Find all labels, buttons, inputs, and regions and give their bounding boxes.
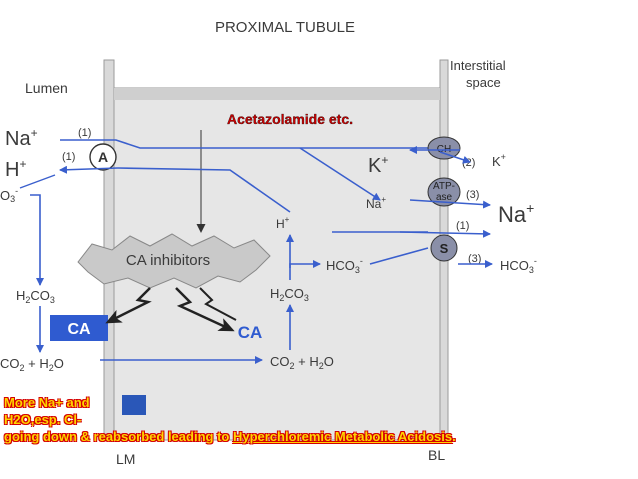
cell-h2co3: H2CO3	[270, 286, 309, 303]
hco3-to-h2co3-arrow	[30, 194, 44, 286]
transporter-a	[89, 143, 117, 171]
inhibit-cell-ca-arrow-2	[199, 287, 237, 321]
ca-inhibitors-label: CA inhibitors	[126, 252, 210, 269]
interstitial-label-2: space	[466, 75, 501, 90]
cell-ca-label: CA	[238, 323, 263, 342]
inhibit-cell-ca-arrow	[175, 287, 235, 332]
s-cotransporter-label: S	[440, 241, 449, 256]
step-3b-label: (3)	[468, 253, 481, 265]
lumen-h-step: (1)	[62, 151, 75, 163]
title: PROXIMAL TUBULE	[215, 19, 355, 36]
lumen-h: H+	[5, 157, 26, 181]
ca-inhibitors-cloud	[77, 233, 271, 289]
na-to-pump-arrow	[299, 147, 381, 201]
na-pump-exit-arrow	[409, 199, 491, 209]
interstitial-label-1: Interstitial	[450, 58, 506, 73]
interstitial-na: Na+	[498, 200, 534, 227]
atpase-label-2: ase	[436, 192, 453, 203]
lumen-ca-label: CA	[67, 321, 91, 338]
cell-k: K+	[368, 153, 388, 177]
step-3a-label: (3)	[466, 189, 479, 201]
lumen-na: Na+	[5, 126, 38, 150]
lumen-ca-box	[50, 315, 108, 341]
na-s-exit-arrow	[399, 229, 491, 238]
lumen-na-step: (1)	[78, 127, 91, 139]
acidosis-term: Hyperchloremic Metabolic Acidosis	[232, 429, 453, 444]
h-exit-arrow	[59, 165, 119, 174]
note-line-3: going down & reabsorbed leading to Hyper…	[4, 429, 456, 444]
h2co3-to-hco3-arrow	[289, 260, 321, 268]
lumen-hco3-partial: O3-	[0, 186, 18, 204]
note-line-1: More Na+ and	[4, 395, 90, 410]
ch-channel	[427, 136, 461, 160]
h-to-antiporter-path	[117, 167, 291, 213]
tight-junction	[122, 395, 146, 415]
k-exit-arrow	[439, 151, 471, 164]
cell-top-edge	[114, 88, 440, 100]
atpase-label-1: ATP-	[433, 181, 455, 192]
cell-h: H+	[276, 215, 290, 231]
drug-label: Acetazolamide etc.	[227, 111, 353, 127]
atpase-pump	[427, 177, 461, 207]
lumen-h2co3: H2CO3	[16, 288, 55, 305]
lumen-label: Lumen	[25, 80, 68, 96]
interstitial-k: K+	[492, 152, 506, 169]
step-2-label: (2)	[462, 157, 475, 169]
inhibit-lumen-ca-arrow	[105, 287, 152, 324]
bl-label: BL	[428, 447, 445, 463]
hco3-to-s-line	[369, 247, 429, 265]
s-cotransporter	[430, 234, 458, 262]
cell-co2-water: CO2 + H2O	[270, 354, 334, 371]
lumen-co2-water: CO2 + H2O	[0, 356, 64, 373]
interstitial-hco3: HCO3-	[500, 256, 537, 275]
note-line-2: H2O,esp. Cl-	[4, 412, 82, 427]
cell-hco3: HCO3-	[326, 256, 363, 275]
transporter-a-label: A	[98, 149, 108, 165]
h-to-hco3-line	[19, 174, 56, 189]
step-1-label: (1)	[456, 220, 469, 232]
lm-label: LM	[116, 451, 135, 467]
cell-na: Na+	[366, 195, 386, 211]
